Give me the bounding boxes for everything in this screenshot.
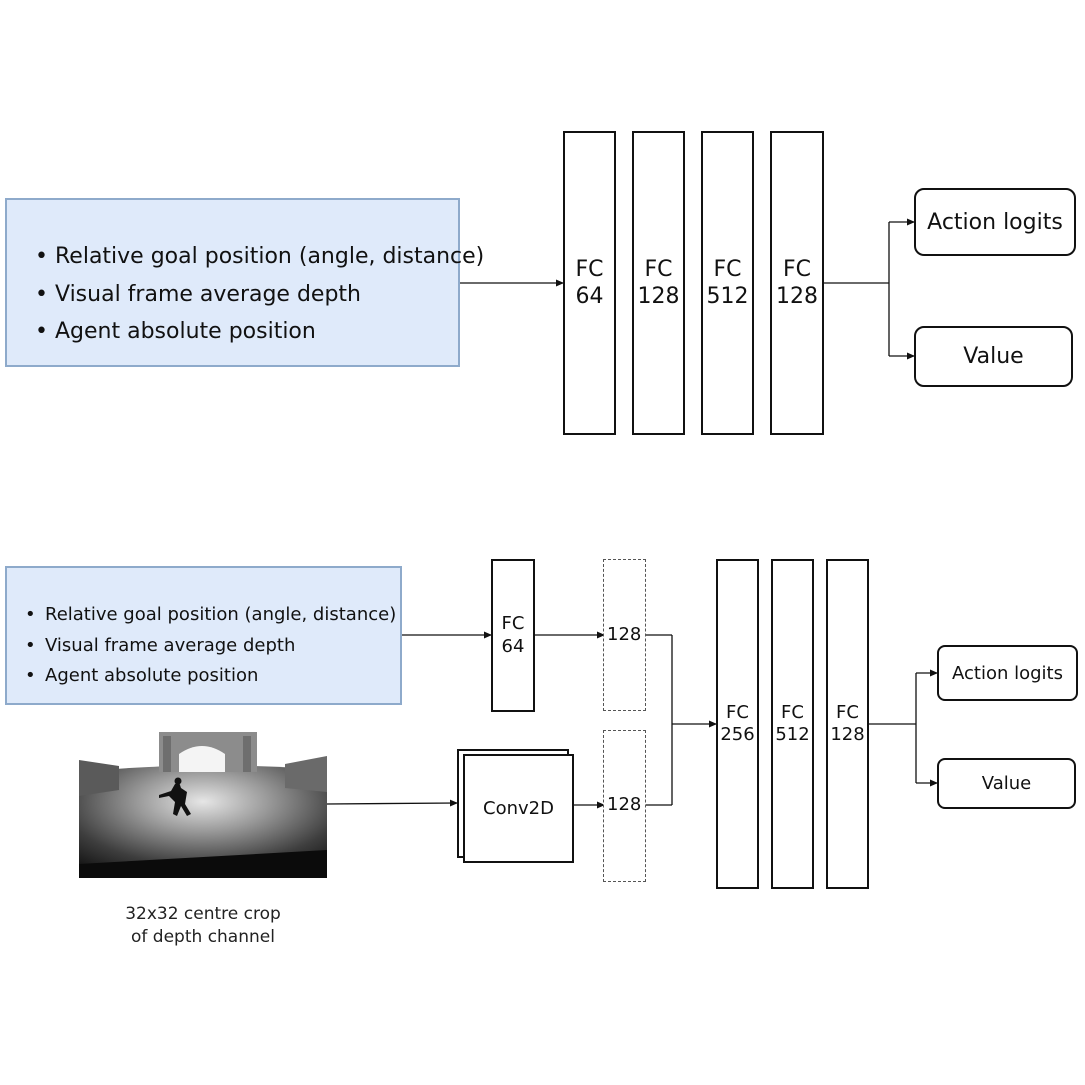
bottom-input-item: Visual frame average depth: [25, 631, 400, 662]
layer-size: 128: [830, 724, 865, 745]
layer-type: FC: [713, 256, 742, 282]
bottom-input-item: Relative goal position (angle, distance): [25, 600, 400, 631]
depth-channel-image: [79, 732, 327, 878]
top-input-item: Relative goal position (angle, distance): [35, 238, 484, 276]
layer-type: FC: [575, 256, 604, 282]
top-fc-layer-1: FC 64: [563, 131, 616, 435]
layer-size: 512: [706, 284, 749, 309]
layer-size: 128: [637, 284, 680, 309]
top-fc-layer-3: FC 512: [701, 131, 754, 435]
bottom-value-output: Value: [937, 758, 1076, 809]
top-action-logits-output: Action logits: [914, 188, 1076, 256]
conv2d-block: Conv2D: [463, 754, 574, 863]
layer-type: FC: [644, 256, 673, 282]
layer-size: 64: [501, 635, 525, 657]
bottom-fc-layer-3: FC 128: [826, 559, 869, 889]
bottom-input-box: Relative goal position (angle, distance)…: [5, 566, 402, 705]
conv2d-label: Conv2D: [483, 798, 554, 819]
caption-line-2: of depth channel: [131, 927, 275, 947]
top-fc-layer-2: FC 128: [632, 131, 685, 435]
layer-size: 256: [720, 724, 755, 745]
layer-size: 64: [575, 284, 604, 309]
layer-type: FC: [781, 701, 804, 723]
bottom-input-item: Agent absolute position: [25, 661, 400, 692]
bottom-fc-input-layer: FC 64: [491, 559, 535, 712]
layer-size: 128: [776, 284, 818, 309]
top-fc-layer-4: FC 128: [770, 131, 824, 435]
depth-image-to-conv-arrow: [326, 799, 458, 807]
embedding-b-size: 128: [606, 794, 643, 815]
bottom-action-logits-output: Action logits: [937, 645, 1078, 701]
top-input-item: Agent absolute position: [35, 313, 458, 351]
bottom-fc-layer-2: FC 512: [771, 559, 814, 889]
layer-type: FC: [782, 256, 811, 282]
top-input-item: Visual frame average depth: [35, 276, 458, 314]
top-input-box: Relative goal position (angle, distance)…: [5, 198, 484, 367]
layer-size: 512: [775, 724, 810, 745]
layer-type: FC: [726, 701, 749, 723]
caption-line-1: 32x32 centre crop: [125, 904, 281, 924]
layer-type: FC: [836, 701, 859, 723]
embedding-a-size: 128: [606, 624, 643, 645]
bottom-fc-layer-1: FC 256: [716, 559, 759, 889]
top-value-output: Value: [914, 326, 1073, 387]
layer-type: FC: [501, 613, 525, 634]
depth-image-caption: 32x32 centre crop of depth channel: [79, 903, 327, 949]
